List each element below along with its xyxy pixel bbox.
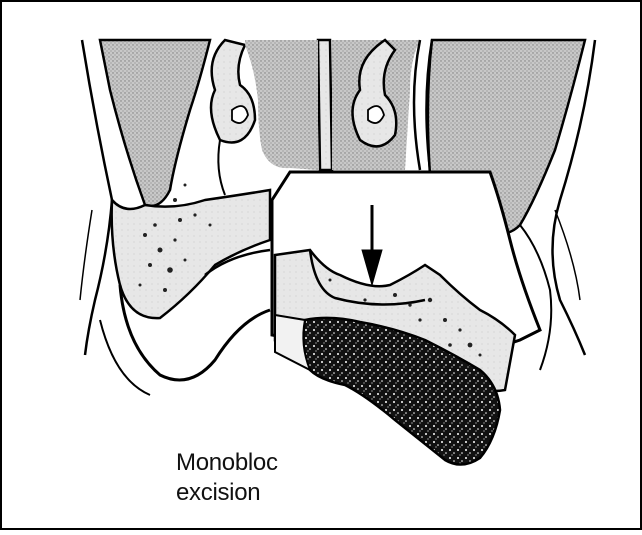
left-turbinate: [211, 40, 255, 143]
left-nasal-cavity: [245, 40, 318, 170]
left-lateral-wall: [82, 40, 112, 355]
right-medial-wall: [414, 40, 420, 170]
caption-line-1: Monobloc: [176, 448, 278, 478]
caption-line-2: excision: [176, 478, 278, 508]
left-maxillary-sinus: [100, 40, 210, 206]
diagram-caption: Monobloc excision: [176, 448, 278, 508]
nasal-septum: [318, 40, 332, 170]
